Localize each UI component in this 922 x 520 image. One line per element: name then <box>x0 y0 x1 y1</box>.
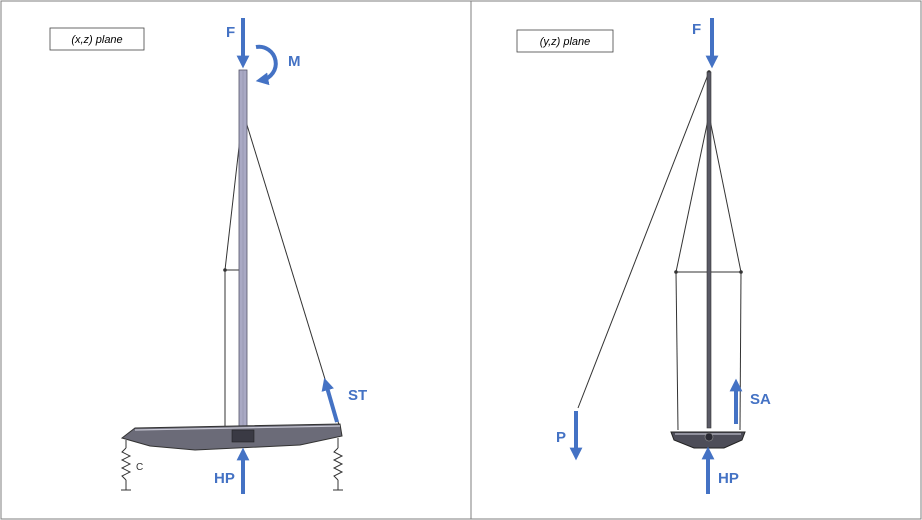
left-force-f-label: F <box>226 24 235 41</box>
left-plane-label-box <box>49 27 145 51</box>
right-sail-leech <box>577 71 710 409</box>
forestay-tension-st-label: ST <box>348 387 367 404</box>
right-plane-label-box <box>516 29 614 53</box>
right-spreader-node <box>739 270 743 274</box>
right-panel: (y,z) plane F P SA HP <box>516 18 771 494</box>
right-shroud-upper-left <box>675 114 710 273</box>
left-spring-left <box>120 440 132 491</box>
right-mast <box>706 71 712 429</box>
right-rigging <box>577 71 742 431</box>
right-plane-label: (y,z) plane <box>540 36 591 48</box>
left-forestay <box>242 111 341 429</box>
right-hydro-hp-label: HP <box>718 470 739 487</box>
sail-force-p-label: P <box>556 429 566 446</box>
right-spreader-node <box>674 270 678 274</box>
left-hydro-hp-label: HP <box>214 470 235 487</box>
right-hull <box>670 431 746 449</box>
righting-force-sa-label: SA <box>750 391 771 408</box>
left-plane-label: (x,z) plane <box>71 34 122 46</box>
left-spring-right <box>332 438 344 491</box>
forestay-tension-st-arrow <box>321 377 339 423</box>
right-shroud-lower-left <box>675 271 679 431</box>
left-hull <box>120 423 343 451</box>
right-force-f-label: F <box>692 21 701 38</box>
left-panel: (x,z) plane <box>49 18 367 494</box>
right-shroud-lower-right <box>739 271 742 431</box>
moment-m-label: M <box>288 53 301 70</box>
right-shroud-upper-right <box>708 114 742 273</box>
moment-m-arrow <box>255 44 278 86</box>
left-spreader-node <box>223 268 227 272</box>
spring-stiffness-label: C <box>136 462 143 473</box>
